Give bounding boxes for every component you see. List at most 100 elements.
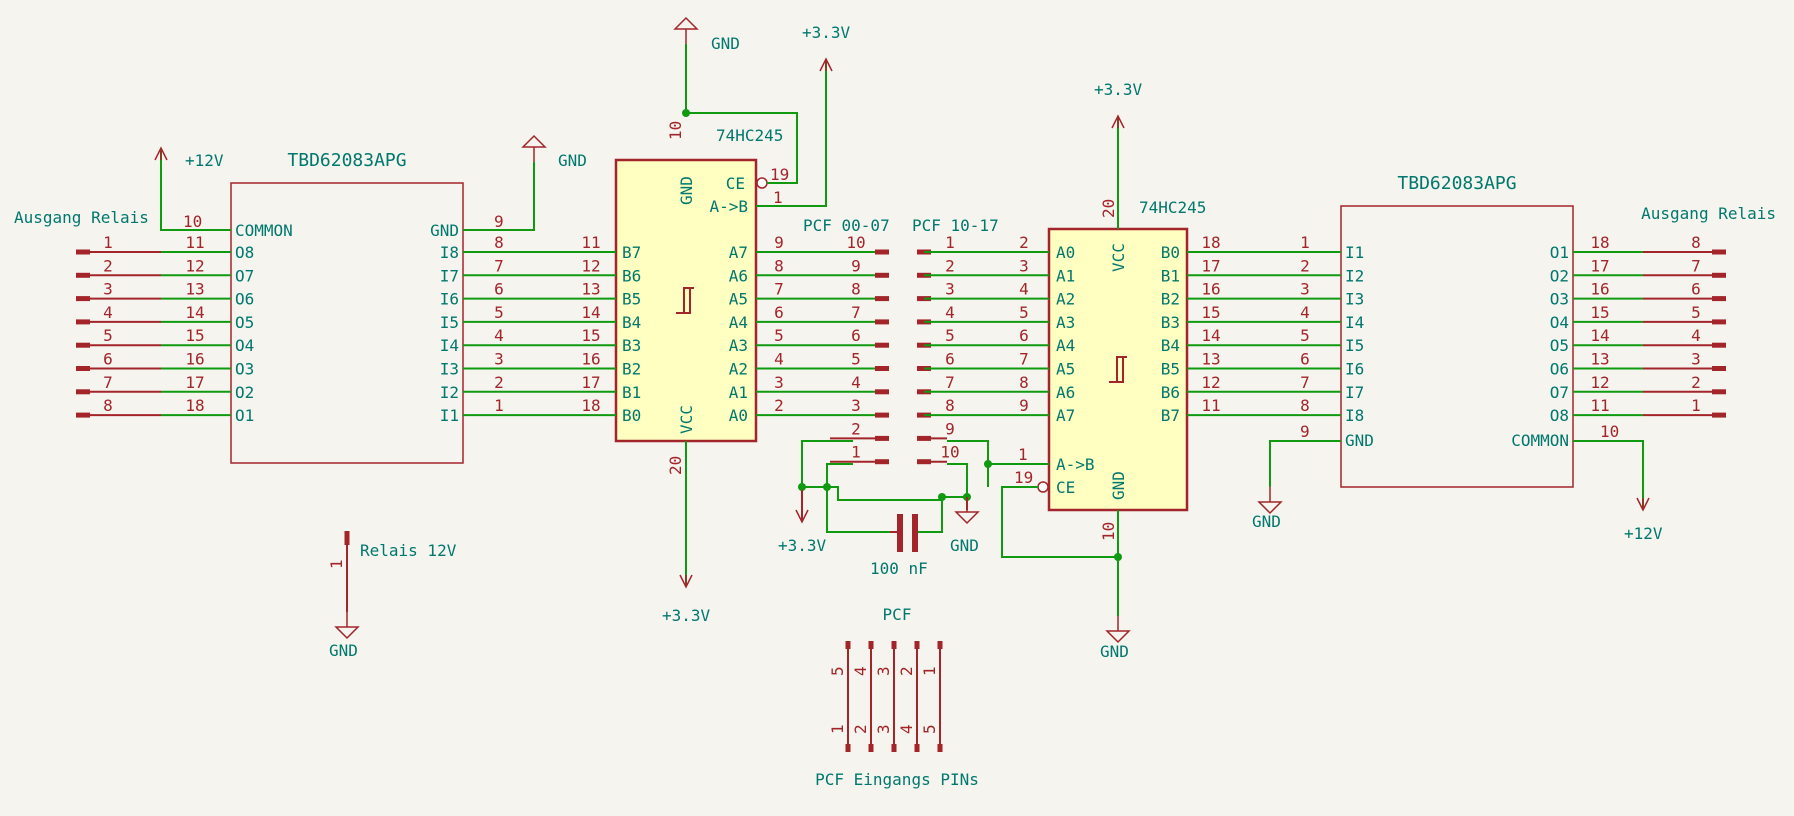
right-buffer-a-pin-number: 4 <box>1019 280 1029 299</box>
p33-right-buffer-label: +3.3V <box>1094 80 1143 99</box>
right-buffer-b-name: B0 <box>1161 243 1180 262</box>
gnd-decoupling <box>954 497 980 525</box>
pcf-header-top-pin-number: 1 <box>920 666 939 676</box>
right-buffer-a-pin-number: 2 <box>1019 233 1029 252</box>
right-driver-input-name: I5 <box>1345 336 1364 355</box>
right-buffer-a-pin-number: 5 <box>1019 303 1029 322</box>
right-buffer-b-name: B2 <box>1161 290 1180 309</box>
right-buffer-ce-pin: 19 <box>1014 468 1033 487</box>
right-driver-input-pin-number: 4 <box>1300 303 1310 322</box>
right-driver-common-pin: 10 <box>1600 422 1619 441</box>
left-driver-output-name: O3 <box>235 360 254 379</box>
left-buffer-a-pin-number: 9 <box>774 233 784 252</box>
left-buffer-ce-wire <box>686 112 798 184</box>
right-driver-input-name: I3 <box>1345 290 1364 309</box>
p12-left-arrow <box>154 146 168 161</box>
left-buffer-gnd-pin: 10 <box>666 121 685 140</box>
left-driver-output-name: O7 <box>235 266 254 285</box>
right-buffer-a-name: A2 <box>1056 290 1075 309</box>
left-buffer-a-pin-number: 5 <box>774 326 784 345</box>
junction-b <box>823 483 831 491</box>
left-driver-output-pin-number: 11 <box>185 233 204 252</box>
right-buffer-b-pin-number: 14 <box>1201 326 1220 345</box>
left-driver-common-pin: 10 <box>183 212 202 231</box>
decoupling-wire-e <box>827 486 967 501</box>
left-buffer-b-name: B2 <box>622 360 641 379</box>
gnd-left-buffer-label: GND <box>711 34 740 53</box>
p12-left-label: +12V <box>185 151 224 170</box>
left-driver-gnd-pin: 9 <box>494 212 504 231</box>
static-graphics <box>160 44 1644 752</box>
left-buffer-a-pin-number: 6 <box>774 303 784 322</box>
right-buffer-b-name: B1 <box>1161 266 1180 285</box>
p12-right-arrow <box>1636 497 1650 512</box>
right-driver-output-name: O1 <box>1550 243 1569 262</box>
decoupling-wire-d <box>947 463 968 497</box>
left-buffer-a-name: A0 <box>729 406 748 425</box>
right-driver-title: TBD62083APG <box>1397 173 1516 194</box>
gnd-left-driver <box>521 134 547 162</box>
left-buffer-dir-label: A->B <box>709 197 748 216</box>
left-buffer-b-name: B6 <box>622 266 641 285</box>
left-driver-input-name: I7 <box>440 266 459 285</box>
connector-left-pin-number: 9 <box>851 256 861 275</box>
gnd-decoupling-label: GND <box>950 536 979 555</box>
right-common-wire <box>1573 440 1644 508</box>
decoupling-wire-g <box>916 497 943 533</box>
right-driver-output-pin-number: 14 <box>1590 326 1609 345</box>
connector-right-pin-number: 5 <box>945 326 955 345</box>
left-buffer-a-name: A6 <box>729 266 748 285</box>
p33-left-buffer-arrow <box>819 57 833 72</box>
right-driver-output-name: O7 <box>1550 383 1569 402</box>
right-buffer-b-pin-number: 17 <box>1201 256 1220 275</box>
p33-left-buffer-label: +3.3V <box>802 23 851 42</box>
connector-right-pin-number: 7 <box>945 373 955 392</box>
connector-right-pin-number: 8 <box>945 396 955 415</box>
right-output-connector-pin-number: 4 <box>1691 326 1701 345</box>
right-buffer-b-pin-number: 15 <box>1201 303 1220 322</box>
connector-left-pin-number: 3 <box>851 396 861 415</box>
right-buffer-junction <box>1114 553 1122 561</box>
right-buffer-a-name: A1 <box>1056 266 1075 285</box>
left-buffer-ce-pin: 19 <box>770 165 789 184</box>
junction-e <box>984 460 992 468</box>
left-buffer-a-pin-number: 7 <box>774 280 784 299</box>
left-buffer-dir-pin: 1 <box>773 188 783 207</box>
left-driver-body <box>230 182 464 464</box>
left-buffer-b-pin-number: 15 <box>581 326 600 345</box>
relay-connector-pin-number: 1 <box>327 559 346 569</box>
left-driver-output-pin-number: 13 <box>185 280 204 299</box>
right-buffer-a-name: A4 <box>1056 336 1075 355</box>
right-driver-input-name: I1 <box>1345 243 1364 262</box>
right-buffer-b-name: B6 <box>1161 383 1180 402</box>
left-driver-output-pin-number: 12 <box>185 256 204 275</box>
left-driver-output-pin-number: 14 <box>185 303 204 322</box>
right-driver-output-name: O6 <box>1550 360 1569 379</box>
p33-left-bottom-arrow <box>679 574 693 589</box>
right-buffer-gnd-label: GND <box>1109 471 1128 500</box>
p33-left-bottom-label: +3.3V <box>662 606 711 625</box>
left-buffer-a-name: A1 <box>729 383 748 402</box>
left-driver-output-name: O6 <box>235 290 254 309</box>
right-buffer-b-pin-number: 11 <box>1201 396 1220 415</box>
p33-right-buffer-arrow <box>1111 114 1125 129</box>
left-buffer-b-name: B0 <box>622 406 641 425</box>
right-buffer-ce-label: CE <box>1056 478 1075 497</box>
schmitt-symbol-right <box>1109 356 1127 383</box>
right-driver-output-name: O3 <box>1550 290 1569 309</box>
right-buffer-dir-pin: 1 <box>1018 445 1028 464</box>
left-driver-title: TBD62083APG <box>287 150 406 171</box>
right-driver-input-pin-number: 3 <box>1300 280 1310 299</box>
connector-right-pin-number: 9 <box>945 419 955 438</box>
connector-right-pin-number: 1 <box>945 233 955 252</box>
connector-left-pin-number: 6 <box>851 326 861 345</box>
right-driver-output-pin-number: 13 <box>1590 350 1609 369</box>
left-driver-output-name: O8 <box>235 243 254 262</box>
left-buffer-a-name: A3 <box>729 336 748 355</box>
gnd-left-driver-label: GND <box>558 151 587 170</box>
right-driver-input-pin-number: 2 <box>1300 256 1310 275</box>
connector-left-pin-number: 1 <box>851 443 861 462</box>
left-output-connector-pin-number: 5 <box>103 326 113 345</box>
